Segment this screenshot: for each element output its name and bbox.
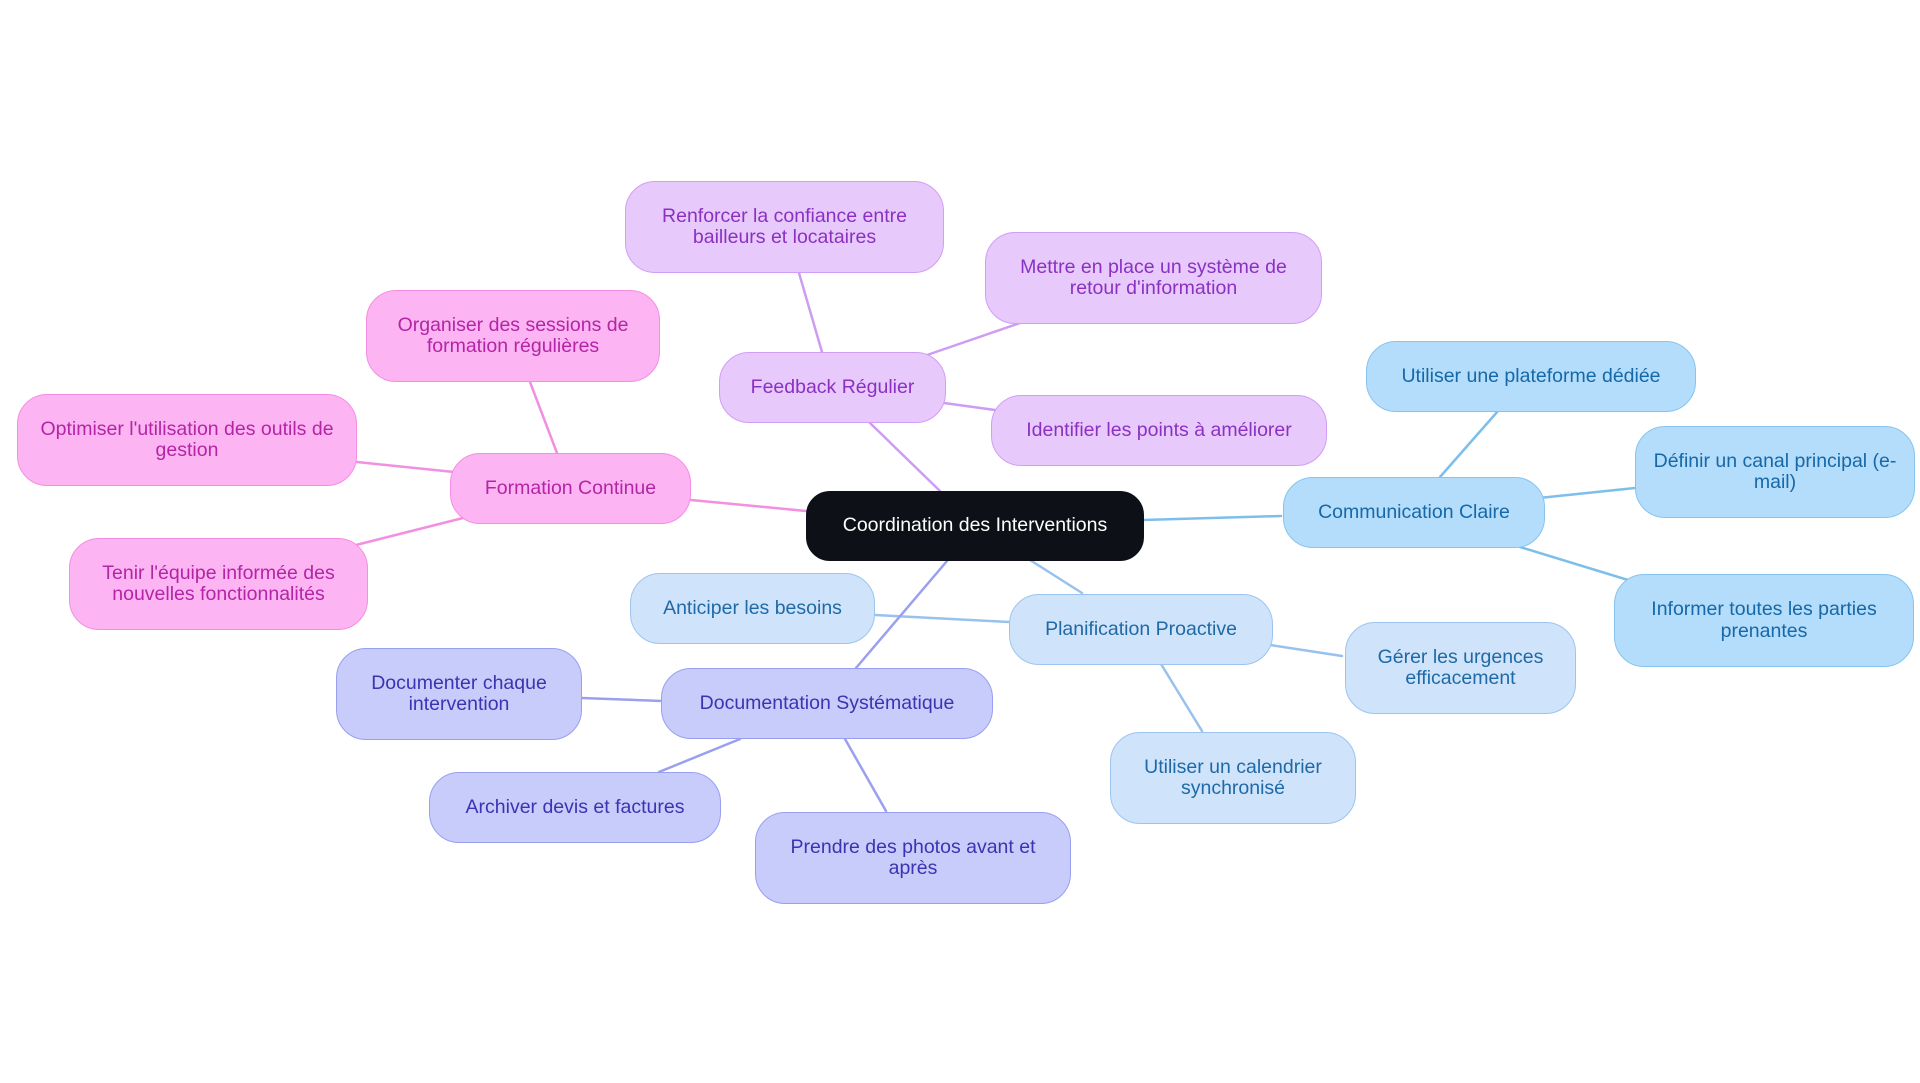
leaf-node-label: Organiser des sessions de formation régu… xyxy=(397,313,629,357)
leaf-node-label: Mettre en place un système de retour d'i… xyxy=(1020,255,1287,299)
leaf-node-label: Anticiper les besoins xyxy=(663,596,842,619)
leaf-node-label: Utiliser une plateforme dédiée xyxy=(1401,364,1661,387)
leaf-node-canal[interactable]: Définir un canal principal (e-mail) xyxy=(1635,426,1915,518)
leaf-node-label: Informer toutes les parties prenantes xyxy=(1651,598,1877,642)
leaf-node-label: Définir un canal principal (e-mail) xyxy=(1653,449,1897,493)
connector-comm-comm1 xyxy=(1438,409,1500,479)
leaf-node-fonctionnalites[interactable]: Tenir l'équipe informée des nouvelles fo… xyxy=(69,538,368,630)
root-node[interactable]: Coordination des Interventions xyxy=(806,491,1144,561)
branch-node-label: Formation Continue xyxy=(484,476,657,499)
connector-plan-plan2 xyxy=(1268,643,1344,658)
leaf-node-label: Prendre des photos avant et après xyxy=(790,835,1036,879)
leaf-node-label: Optimiser l'utilisation des outils de ge… xyxy=(40,417,334,461)
leaf-node-label: Renforcer la confiance entre bailleurs e… xyxy=(662,204,907,248)
leaf-node-besoins[interactable]: Anticiper les besoins xyxy=(630,573,875,644)
branch-node-label: Feedback Régulier xyxy=(750,375,915,398)
leaf-node-outils[interactable]: Optimiser l'utilisation des outils de ge… xyxy=(17,394,357,486)
connector-comm-comm3 xyxy=(1518,545,1630,582)
leaf-node-label: Archiver devis et factures xyxy=(465,795,685,818)
leaf-node-archiver[interactable]: Archiver devis et factures xyxy=(429,772,721,843)
branch-node-label: Planification Proactive xyxy=(1045,617,1237,640)
connector-root-doc xyxy=(854,559,949,670)
connector-root-plan xyxy=(1028,558,1084,595)
leaf-node-label: Identifier les points à améliorer xyxy=(1026,418,1292,441)
branch-node-label: Communication Claire xyxy=(1318,500,1510,523)
branch-node-communication[interactable]: Communication Claire xyxy=(1283,477,1545,548)
connector-doc-doc3 xyxy=(843,737,888,813)
leaf-node-urgences[interactable]: Gérer les urgences efficacement xyxy=(1345,622,1576,714)
leaf-node-label: Gérer les urgences efficacement xyxy=(1377,645,1544,689)
connector-feed-feed1 xyxy=(797,271,824,354)
branch-node-documentation[interactable]: Documentation Systématique xyxy=(661,668,993,739)
branch-node-formation[interactable]: Formation Continue xyxy=(450,453,691,524)
connector-plan-plan1 xyxy=(873,613,1011,624)
branch-node-planification[interactable]: Planification Proactive xyxy=(1009,594,1273,665)
leaf-node-retour[interactable]: Mettre en place un système de retour d'i… xyxy=(985,232,1322,324)
connector-feed-feed3 xyxy=(942,401,997,412)
connector-doc-doc2 xyxy=(657,737,742,774)
leaf-node-sessions[interactable]: Organiser des sessions de formation régu… xyxy=(366,290,660,382)
leaf-node-documenter[interactable]: Documenter chaque intervention xyxy=(336,648,582,740)
leaf-node-parties[interactable]: Informer toutes les parties prenantes xyxy=(1614,574,1914,667)
leaf-node-confiance[interactable]: Renforcer la confiance entre bailleurs e… xyxy=(625,181,944,273)
branch-node-feedback[interactable]: Feedback Régulier xyxy=(719,352,946,423)
connector-form-form1 xyxy=(528,380,559,455)
connector-feed-feed2 xyxy=(925,321,1022,357)
branch-node-label: Documentation Systématique xyxy=(699,691,955,714)
leaf-node-ameliorer[interactable]: Identifier les points à améliorer xyxy=(991,395,1327,466)
leaf-node-calendrier[interactable]: Utiliser un calendrier synchronisé xyxy=(1110,732,1356,824)
connector-root-comm xyxy=(1141,514,1283,522)
connector-form-form3 xyxy=(354,516,465,547)
leaf-node-label: Documenter chaque intervention xyxy=(371,671,547,715)
leaf-node-plateforme[interactable]: Utiliser une plateforme dédiée xyxy=(1366,341,1696,412)
leaf-node-label: Tenir l'équipe informée des nouvelles fo… xyxy=(102,561,335,605)
connector-comm-comm2 xyxy=(1537,486,1637,500)
root-node-label: Coordination des Interventions xyxy=(842,514,1108,537)
connector-plan-plan3 xyxy=(1159,662,1204,733)
connector-doc-doc1 xyxy=(580,696,664,703)
connector-form-form2 xyxy=(355,460,456,474)
connector-root-form xyxy=(689,498,808,513)
connector-root-feed xyxy=(868,421,942,493)
leaf-node-photos[interactable]: Prendre des photos avant et après xyxy=(755,812,1071,904)
leaf-node-label: Utiliser un calendrier synchronisé xyxy=(1144,755,1322,799)
